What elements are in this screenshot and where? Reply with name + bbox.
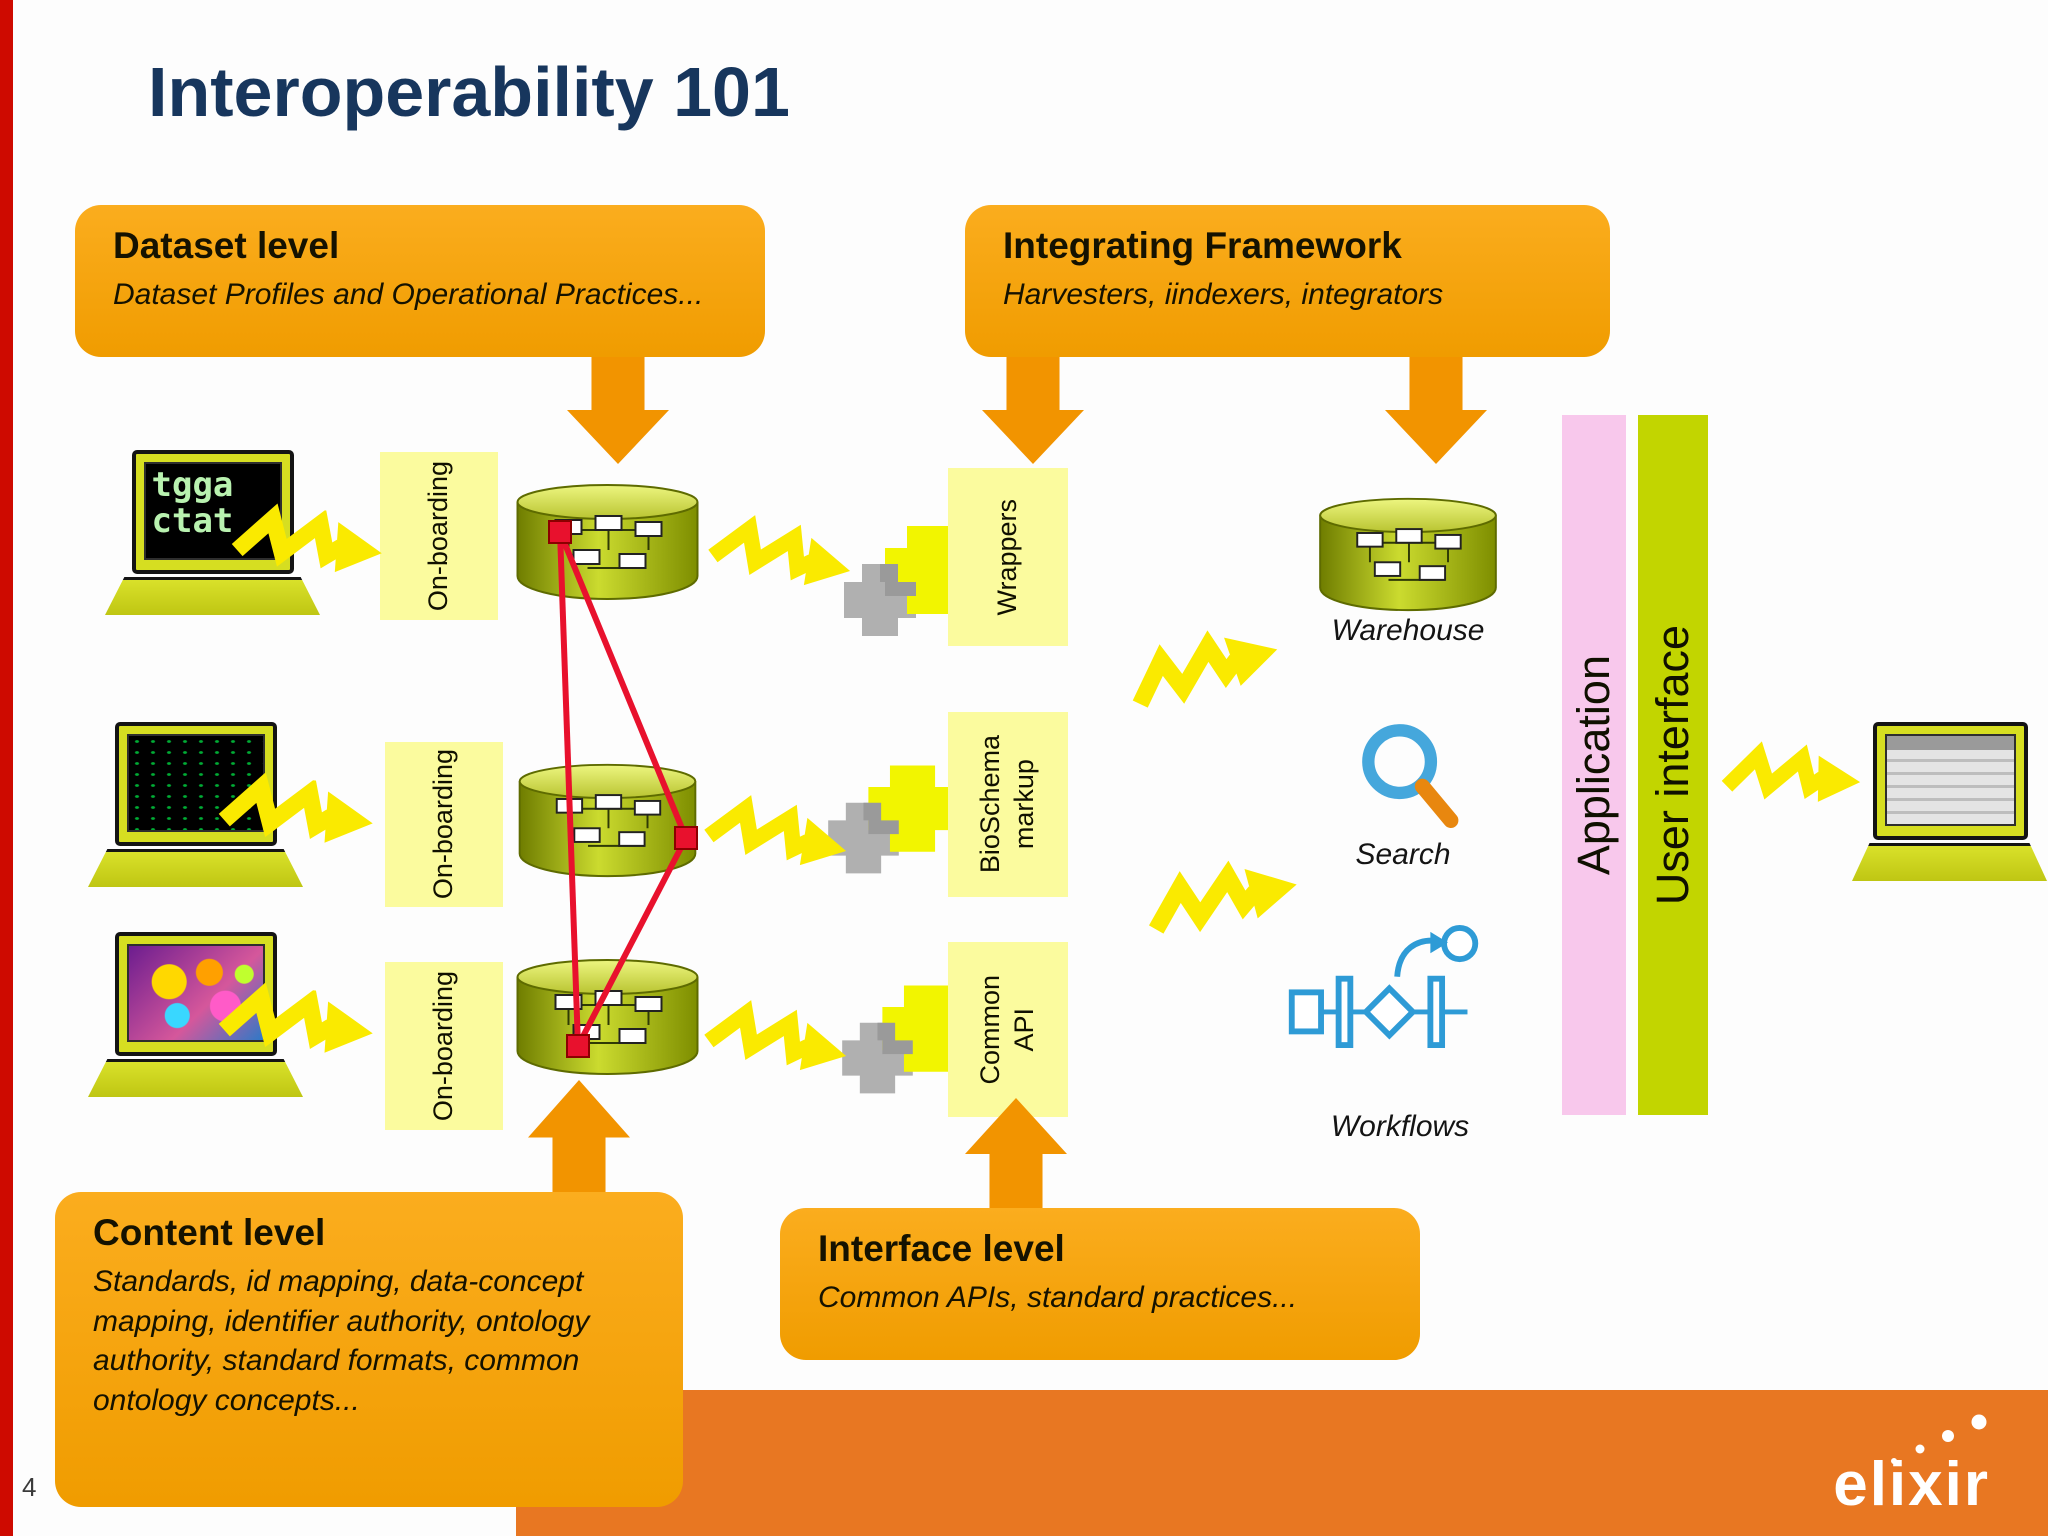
monitor [114,932,277,1056]
flow-arrow-up-content [528,1080,630,1195]
callout-interface-title: Interface level [818,1228,1065,1269]
logo-text: elixir [1833,1450,1990,1519]
monitor: tgga ctat [131,450,294,574]
onboarding-label: On-boarding [428,749,459,900]
database-icon-3 [505,953,710,1078]
source-computer-data [88,722,303,887]
flow-arrow-down-warehouse [1385,356,1487,464]
callout-dataset-body: Dataset Profiles and Operational Practic… [113,278,704,311]
warehouse-database-icon [1308,492,1508,614]
user-interface-label: User interface [1646,624,1698,906]
callout-integrating-body: Harvesters, iindexers, integrators [1003,278,1444,311]
common-api-label: Common API [975,974,1039,1085]
bioschema-markup-label: BioSchema markup [975,735,1039,874]
lightning-arrow [1120,614,1290,731]
application-bar: Application [1562,415,1626,1115]
wrappers-box: Wrappers [948,468,1068,646]
callout-dataset-level: Dataset level Dataset Profiles and Opera… [75,205,765,357]
onboarding-label: On-boarding [423,460,454,612]
lightning-arrow [1718,735,1865,825]
end-user-computer [1850,722,2048,881]
common-api-box: Common API [948,942,1068,1117]
sequence-text: tgga ctat [151,465,234,541]
elixir-logo: elixir [1833,1414,1990,1520]
monitor [114,722,277,846]
source-computer-molecule [88,932,303,1097]
keyboard [88,849,303,887]
callout-content-level: Content level Standards, id mapping, dat… [55,1192,683,1507]
browser-screen [1884,734,2016,826]
callout-integrating-title: Integrating Framework [1003,225,1402,266]
flow-arrow-down-dataset [567,356,669,464]
page-number: 4 [22,1472,37,1502]
database-icon-1 [505,478,710,603]
callout-integrating-framework: Integrating Framework Harvesters, iindex… [965,205,1610,357]
warehouse-label: Warehouse [1331,614,1485,647]
bioschema-markup-box: BioSchema markup [948,712,1068,897]
callout-content-title: Content level [93,1212,326,1253]
slide-title: Interoperability 101 [148,53,790,131]
onboarding-box-1: On-boarding [380,452,498,620]
logo-dots-icon [1891,1414,1987,1464]
bottom-accent-band [516,1390,2048,1536]
workflows-icon [1282,912,1487,1102]
callout-interface-level: Interface level Common APIs, standard pr… [780,1208,1420,1360]
callout-interface-body: Common APIs, standard practices... [818,1281,1298,1314]
left-accent-strip [0,0,13,1536]
callout-content-body: Standards, id mapping, data-concept mapp… [93,1265,590,1417]
search-label: Search [1355,838,1451,871]
onboarding-label: On-boarding [428,970,459,1122]
monitor [1872,722,2028,840]
search-icon [1352,718,1470,846]
keyboard [1852,843,2047,881]
keyboard [88,1059,303,1097]
data-screen [126,734,265,832]
user-interface-bar: User interface [1638,415,1708,1115]
terminal-screen: tgga ctat [143,462,282,560]
callout-dataset-title: Dataset level [113,225,340,266]
flow-arrow-down-framework [982,356,1084,464]
onboarding-box-3: On-boarding [385,962,503,1130]
keyboard [105,577,320,615]
source-computer-sequence: tgga ctat [105,450,320,615]
wrappers-label: Wrappers [992,498,1023,616]
workflows-label: Workflows [1330,1110,1470,1143]
onboarding-box-2: On-boarding [385,742,503,907]
database-icon-2 [505,758,710,880]
application-label: Application [1567,654,1619,876]
